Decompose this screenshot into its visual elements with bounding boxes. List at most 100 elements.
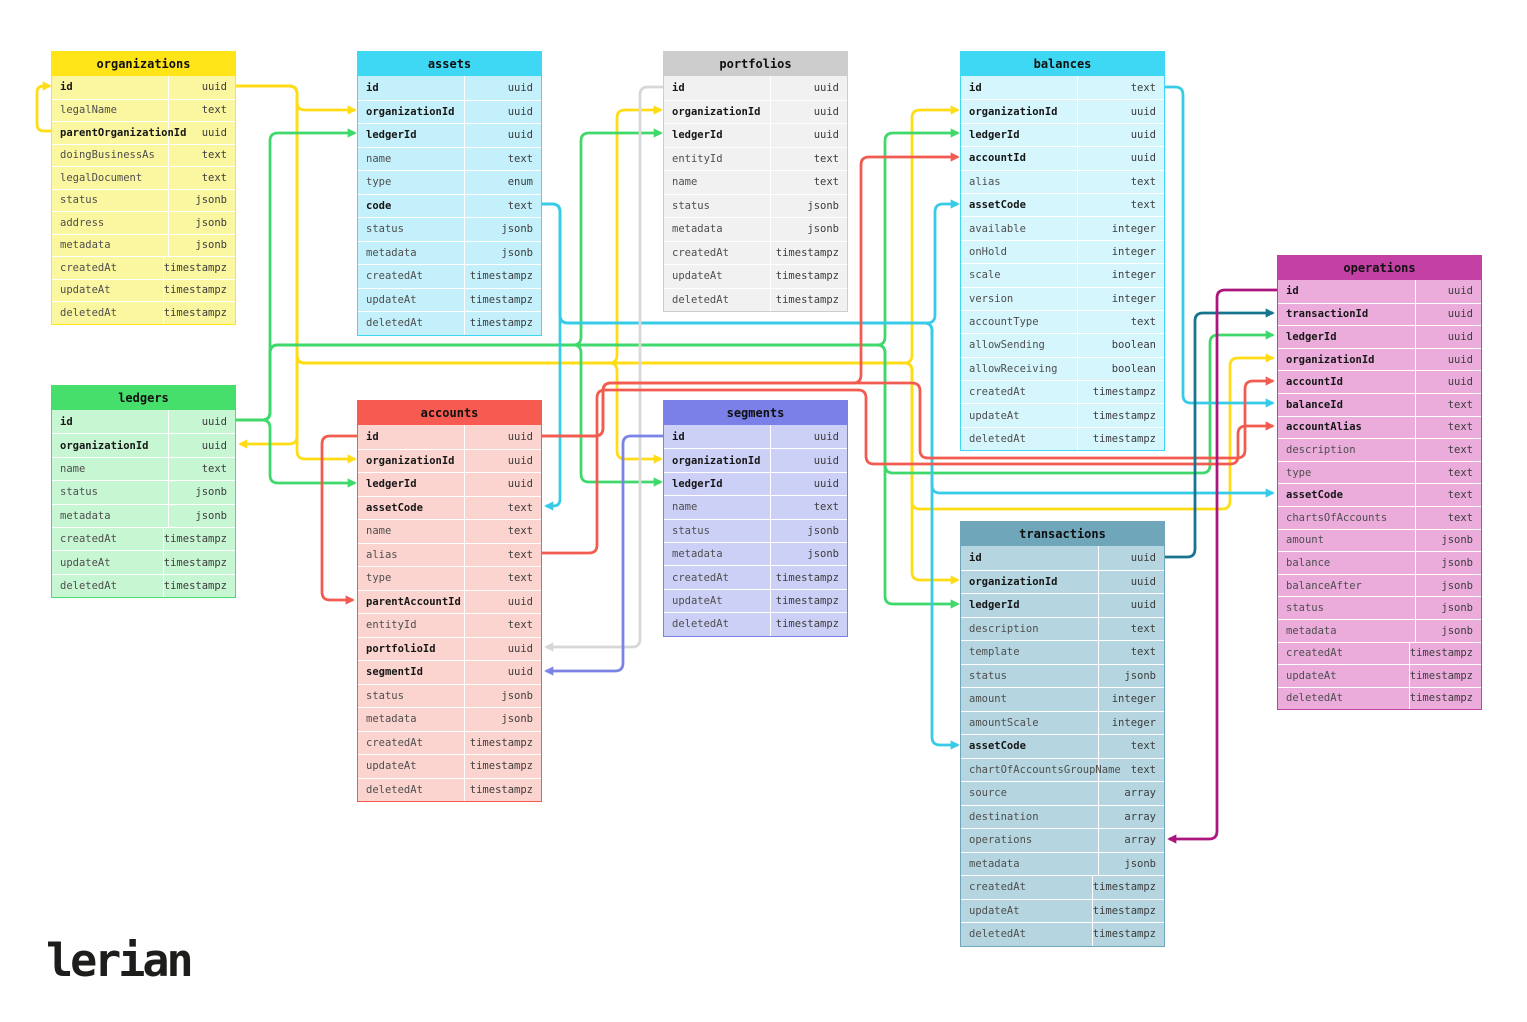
field-type: timestampz — [163, 579, 227, 592]
field-name: address — [52, 212, 170, 234]
field-type: jsonb — [1124, 857, 1156, 870]
field-name: ledgerId — [664, 124, 772, 147]
fk-operations-id--transactions-operations — [1167, 288, 1277, 844]
table-header-organizations: organizations — [52, 52, 235, 76]
field-type: uuid — [507, 595, 533, 608]
field-name: balanceAfter — [1278, 574, 1417, 597]
field-name: ledgerId — [1278, 326, 1417, 348]
field-name: status — [664, 194, 772, 217]
field-name: transactionId — [1278, 303, 1417, 326]
field-name: status — [358, 218, 466, 241]
field-name: organizationId — [664, 100, 772, 123]
field-name: deletedAt — [358, 312, 466, 335]
field-type: text — [507, 548, 533, 561]
fk-organizations-parentOrganizationId--organizations-id — [35, 81, 52, 133]
field-name: source — [961, 782, 1100, 805]
table-header-accounts: accounts — [358, 401, 541, 425]
field-type: timestampz — [163, 284, 227, 297]
field-type: jsonb — [501, 246, 533, 259]
field-name: accountType — [961, 310, 1078, 334]
field-type: integer — [1111, 292, 1156, 305]
field-name: updateAt — [961, 899, 1093, 922]
field-type: timestampz — [1092, 409, 1156, 422]
field-name: metadata — [358, 241, 466, 264]
fk-ledgers-id--accounts-ledgerId — [236, 418, 357, 488]
table-header-assets: assets — [358, 52, 541, 76]
field-name: name — [358, 520, 466, 543]
field-name: organizationId — [52, 434, 170, 457]
table-header-balances: balances — [961, 52, 1164, 76]
field-name: updateAt — [358, 288, 466, 311]
field-name: createdAt — [1278, 642, 1410, 665]
field-name: organizationId — [961, 100, 1078, 123]
field-type: boolean — [1111, 339, 1156, 352]
field-name: metadata — [1278, 619, 1417, 642]
field-type: text — [1447, 421, 1473, 434]
field-type: timestampz — [469, 760, 533, 773]
field-type: jsonb — [195, 194, 227, 207]
field-type: timestampz — [775, 270, 839, 283]
field-type: uuid — [813, 477, 839, 490]
field-type: uuid — [813, 430, 839, 443]
field-type: text — [507, 619, 533, 632]
field-type: jsonb — [1441, 602, 1473, 615]
field-type: timestampz — [469, 293, 533, 306]
field-type: uuid — [507, 642, 533, 655]
field-name: name — [664, 171, 772, 194]
field-name: status — [664, 519, 772, 542]
field-name: deletedAt — [664, 288, 772, 311]
field-name: organizationId — [1278, 348, 1417, 371]
field-type: uuid — [201, 439, 227, 452]
field-type: uuid — [507, 430, 533, 443]
field-name: allowSending — [961, 334, 1078, 357]
field-name: type — [1278, 461, 1417, 484]
field-type: uuid — [507, 81, 533, 94]
field-name: organizationId — [358, 100, 466, 123]
field-name: metadata — [664, 218, 772, 241]
field-type: uuid — [201, 81, 227, 94]
field-name: accountId — [1278, 371, 1417, 393]
field-type: text — [507, 152, 533, 165]
field-type: timestampz — [1092, 904, 1156, 917]
field-name: deletedAt — [961, 427, 1078, 451]
field-name: id — [1278, 280, 1417, 303]
field-type: integer — [1111, 245, 1156, 258]
field-type: uuid — [507, 454, 533, 467]
field-type: uuid — [507, 666, 533, 679]
